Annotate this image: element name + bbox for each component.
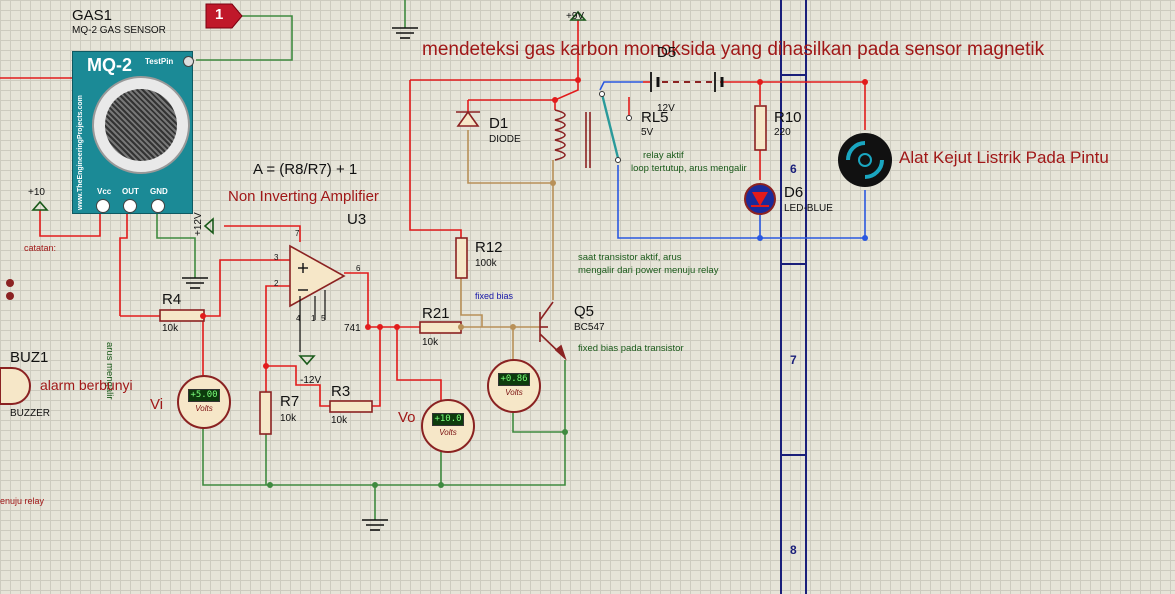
pin-vcc[interactable] <box>96 199 110 213</box>
tan-wires[interactable] <box>460 130 554 360</box>
voltmeter-vi-readout: +5.00 <box>188 389 220 402</box>
r21-ref: R21 <box>422 305 450 322</box>
r12-value: 100k <box>475 258 497 269</box>
resistor-bodies[interactable] <box>159 105 767 435</box>
sensor-name: MQ-2 GAS SENSOR <box>72 25 166 36</box>
meter-vi-label: Vi <box>150 396 164 413</box>
supply-arrows <box>31 10 587 366</box>
opamp-pin5: 5 <box>321 314 326 323</box>
annotation-transistor-aktif-2: mengalir dari power menuju relay <box>578 265 719 276</box>
green-wires[interactable] <box>156 0 566 520</box>
annotation-catatan: catatan: <box>24 243 57 253</box>
r3-value: 10k <box>331 415 348 426</box>
sheet-number-8: 8 <box>790 543 797 557</box>
testpin-label: TestPin <box>145 57 174 66</box>
page-marker[interactable] <box>205 3 243 29</box>
pin-out-label: OUT <box>122 187 139 196</box>
gas-sensor-module[interactable]: MQ-2 TestPin www.TheEngineeringProjects.… <box>72 51 194 214</box>
supply-p12-label: +12V <box>193 212 204 236</box>
sheet-number-7: 7 <box>790 353 797 367</box>
battery-symbol[interactable] <box>650 72 724 92</box>
annotation-fixed-bias: fixed bias <box>475 291 514 301</box>
buz1-type: BUZZER <box>10 408 50 419</box>
sensor-ref: GAS1 <box>72 7 113 24</box>
opamp-pin7: 7 <box>295 229 300 238</box>
annotation-fixed-bias-transistor: fixed bias pada transistor <box>578 343 684 354</box>
opamp-pin4: 4 <box>296 314 301 323</box>
r10-value: 220 <box>774 127 791 138</box>
r4-ref: R4 <box>162 291 182 308</box>
relay-coil[interactable] <box>554 109 566 161</box>
q5-type: BC547 <box>574 322 605 333</box>
voltmeter-vi[interactable]: +5.00 Volts <box>177 375 231 429</box>
buzzer-symbol[interactable] <box>0 367 31 405</box>
title-annotation: mendeteksi gas karbon monoksida yang dih… <box>422 39 1045 60</box>
led-symbol[interactable] <box>744 183 776 215</box>
transistor-symbol[interactable] <box>539 301 567 361</box>
voltmeter-vo-readout: +10.0 <box>432 413 464 426</box>
opamp-symbol[interactable] <box>289 244 346 352</box>
r12-ref: R12 <box>475 239 503 256</box>
annotation-alat-kejut: Alat Kejut Listrik Pada Pintu <box>899 148 1109 167</box>
pin-gnd-label: GND <box>150 187 168 196</box>
opamp-part: 741 <box>344 323 361 334</box>
pin-vcc-label: Vcc <box>97 187 112 196</box>
supply-p10-label: +10 <box>28 187 45 198</box>
relay-switch[interactable] <box>585 91 632 169</box>
d6-type: LED-BLUE <box>784 203 833 214</box>
r4-value: 10k <box>162 323 179 334</box>
annotation-alarm: alarm berbunyi <box>40 377 133 393</box>
opamp-pin2: 2 <box>274 279 279 288</box>
opamp-pin6: 6 <box>356 264 361 273</box>
supply-m12-label: -12V <box>300 375 322 386</box>
d5-ref: D5 <box>657 44 677 61</box>
r7-ref: R7 <box>280 393 300 410</box>
q5-ref: Q5 <box>574 303 595 320</box>
sensor-badge: MQ-2 <box>87 55 132 75</box>
annotation-relay-aktif-1: relay aktif <box>643 150 684 161</box>
voltmeter-base[interactable]: +0.86 Volts <box>487 359 541 413</box>
ground-symbols <box>182 27 418 531</box>
r7-value: 10k <box>280 413 297 424</box>
supply-p9-label: +9V <box>566 11 585 22</box>
d1-ref: D1 <box>489 115 509 132</box>
motor-symbol[interactable] <box>838 133 892 187</box>
pin-testpin[interactable] <box>183 56 194 67</box>
opamp-ref: U3 <box>347 211 367 228</box>
voltmeter-base-readout: +0.86 <box>498 373 530 386</box>
d5-value: 12V <box>657 103 675 114</box>
r21-value: 10k <box>422 337 439 348</box>
rl5-value: 5V <box>641 127 654 138</box>
blue-wires[interactable] <box>599 81 866 239</box>
buz1-ref: BUZ1 <box>10 349 49 366</box>
sheet-number-6: 6 <box>790 162 797 176</box>
sensor-head <box>92 76 190 174</box>
annotation-relay-aktif-2: loop tertutup, arus mengalir <box>631 163 747 174</box>
d1-type: DIODE <box>489 134 521 145</box>
diode-symbol[interactable] <box>456 110 480 127</box>
gain-formula: A = (R8/R7) + 1 <box>253 161 358 178</box>
opamp-pin1: 1 <box>311 314 316 323</box>
voltmeter-vo-unit: Volts <box>439 428 457 437</box>
voltmeter-vi-unit: Volts <box>195 404 213 413</box>
d6-ref: D6 <box>784 184 804 201</box>
opamp-pin3: 3 <box>274 253 279 262</box>
pin-out[interactable] <box>123 199 137 213</box>
r3-ref: R3 <box>331 383 351 400</box>
voltmeter-base-unit: Volts <box>505 388 523 397</box>
meter-vo-label: Vo <box>398 409 416 426</box>
rl5-ref: RL5 <box>641 109 669 126</box>
voltmeter-vo[interactable]: +10.0 Volts <box>421 399 475 453</box>
annotation-menuju-relay: enuju relay <box>0 496 45 506</box>
junctions <box>6 77 868 488</box>
r10-ref: R10 <box>774 109 802 126</box>
sheet-border <box>780 0 807 594</box>
sensor-url: www.TheEngineeringProjects.com <box>77 95 84 210</box>
amplifier-label: Non Inverting Amplifier <box>228 188 379 205</box>
annotation-transistor-aktif-1: saat transistor aktif, arus <box>578 252 682 263</box>
page-marker-number: 1 <box>215 6 224 23</box>
pin-gnd[interactable] <box>151 199 165 213</box>
